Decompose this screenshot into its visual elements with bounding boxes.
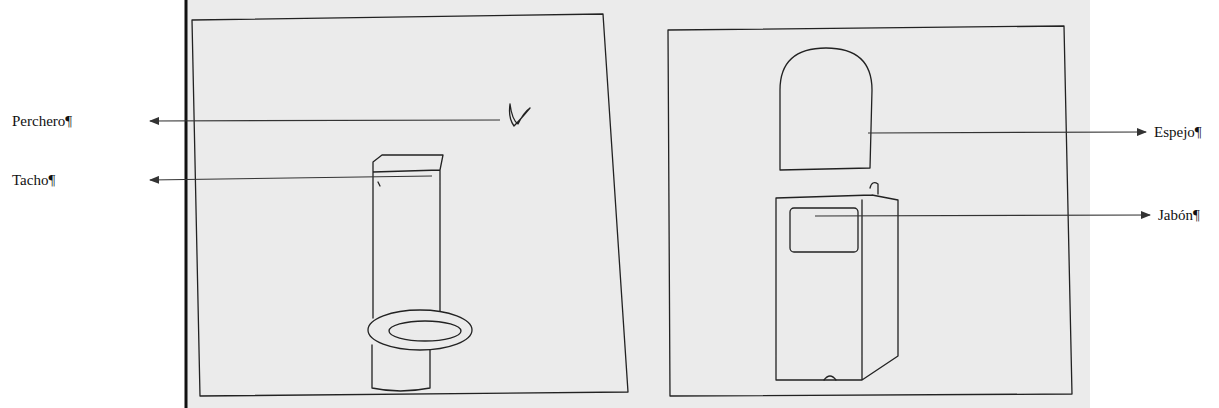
left-panel	[192, 14, 628, 396]
faucet-sketch	[870, 183, 878, 194]
toilet-pedestal	[372, 345, 430, 391]
mirror-sketch	[780, 48, 872, 170]
right-panel	[668, 26, 1072, 396]
part-label: Jabón¶	[1158, 208, 1200, 223]
part-label: Tacho¶	[12, 173, 55, 188]
leader-arrow	[868, 132, 1146, 133]
leader-arrow	[815, 215, 1150, 216]
cabinet-notch	[824, 376, 836, 380]
sink-basin	[790, 208, 858, 252]
leader-arrow	[150, 176, 432, 180]
toilet-seat-hole	[389, 321, 461, 341]
part-label: Perchero¶	[12, 114, 72, 129]
toilet-seat	[368, 310, 472, 350]
photo-edge	[185, 0, 188, 408]
hook-sketch	[510, 104, 531, 126]
toilet-tank	[373, 155, 443, 318]
leader-arrow	[150, 120, 500, 121]
photo-ground	[185, 0, 1090, 408]
sink-cabinet	[776, 195, 898, 380]
part-label: Espejo¶	[1154, 125, 1202, 140]
